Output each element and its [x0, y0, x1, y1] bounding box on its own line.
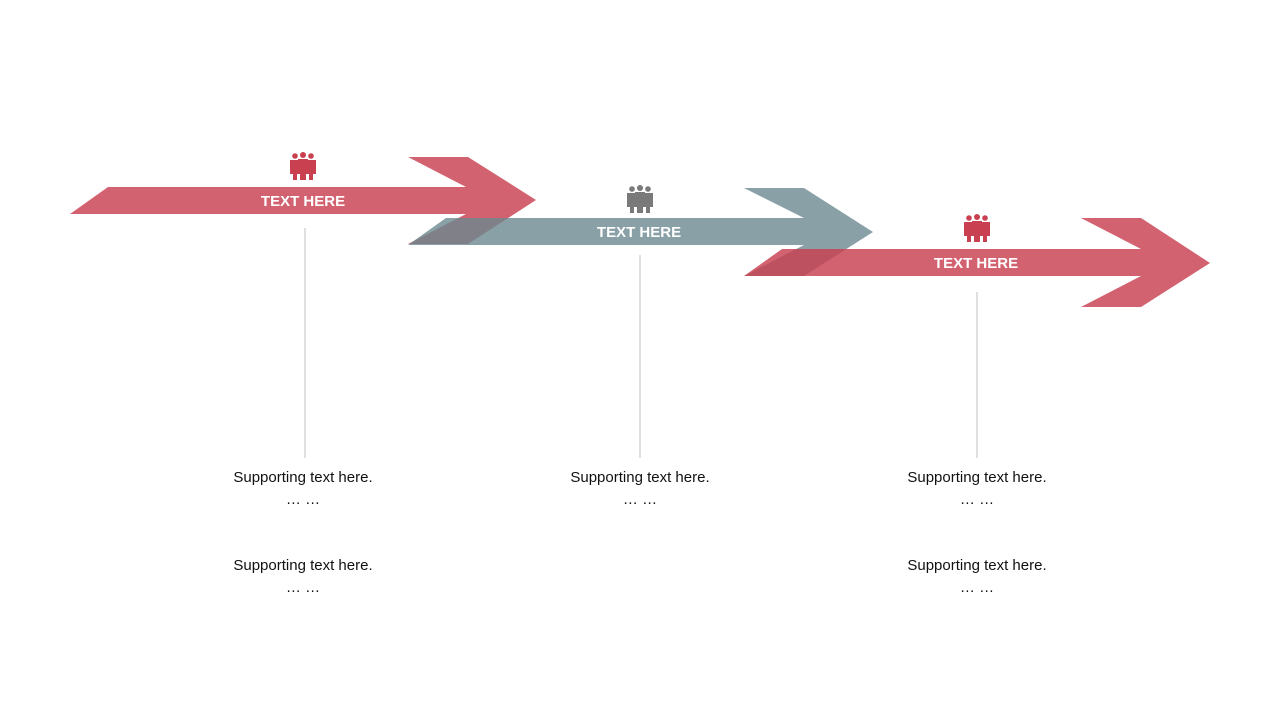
step-3-support-2: Supporting text here. … …: [867, 555, 1087, 599]
people-group-icon: [290, 152, 316, 180]
support-ellipsis: … …: [285, 579, 321, 596]
people-group-icon: [627, 185, 653, 213]
arrow-step-2: [408, 188, 873, 276]
support-ellipsis: … …: [959, 579, 995, 596]
arrow-step-3: [744, 218, 1210, 307]
support-text: Supporting text here.: [907, 469, 1047, 486]
people-group-icon: [964, 214, 990, 242]
support-text: Supporting text here.: [233, 469, 373, 486]
support-text: Supporting text here.: [570, 469, 710, 486]
support-text: Supporting text here.: [907, 557, 1047, 574]
step-1-support-1: Supporting text here. … …: [193, 467, 413, 511]
support-ellipsis: … …: [959, 491, 995, 508]
step-3-label: TEXT HERE: [934, 255, 1018, 272]
support-ellipsis: … …: [285, 491, 321, 508]
support-text: Supporting text here.: [233, 557, 373, 574]
step-2-label: TEXT HERE: [597, 224, 681, 241]
step-1-support-2: Supporting text here. … …: [193, 555, 413, 599]
arrow-step-1: [70, 157, 536, 244]
step-3-support-1: Supporting text here. … …: [867, 467, 1087, 511]
step-2-support-1: Supporting text here. … …: [530, 467, 750, 511]
support-ellipsis: … …: [622, 491, 658, 508]
step-1-label: TEXT HERE: [261, 193, 345, 210]
